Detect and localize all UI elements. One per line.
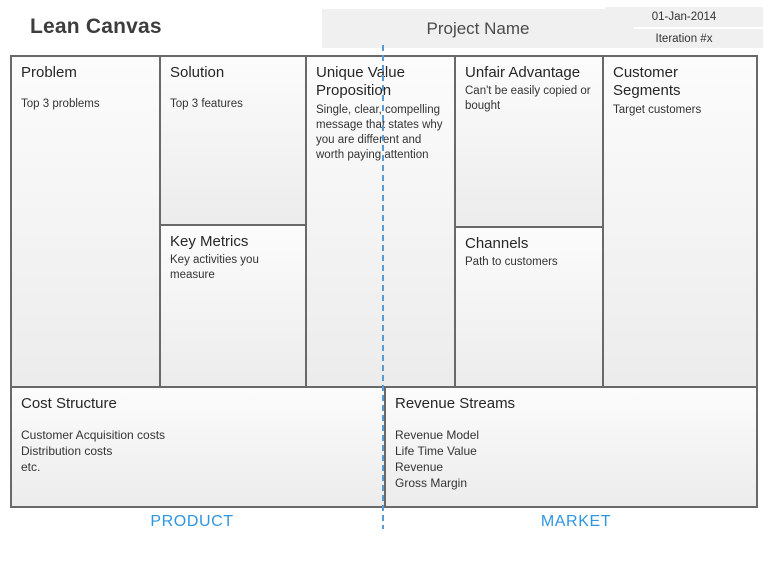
key-metrics-body: Key activities you measure bbox=[170, 254, 259, 282]
project-name-box: Project Name bbox=[322, 9, 634, 48]
unique-value-proposition-box: Unique Value Proposition Single, clear, … bbox=[305, 55, 456, 388]
channels-title: Channels bbox=[465, 235, 529, 252]
date-box: 01-Jan-2014 bbox=[605, 7, 763, 27]
iteration-box: Iteration #x bbox=[605, 29, 763, 48]
canvas-grid: Problem Top 3 problems Solution Top 3 fe… bbox=[10, 55, 758, 508]
unfair-advantage-box: Unfair Advantage Can't be easily copied … bbox=[454, 55, 604, 228]
unfair-advantage-body: Can't be easily copied or bought bbox=[465, 85, 591, 113]
revenue-streams-title: Revenue Streams bbox=[395, 395, 516, 412]
unique-value-proposition-title: Unique Value Proposition bbox=[316, 64, 405, 100]
iteration-label: Iteration #x bbox=[655, 32, 713, 45]
unique-value-proposition-body: Single, clear, compelling message that s… bbox=[316, 103, 443, 162]
cost-structure-box: Cost Structure Customer Acquisition cost… bbox=[10, 386, 386, 508]
problem-title: Problem bbox=[21, 64, 77, 81]
channels-body: Path to customers bbox=[465, 256, 558, 269]
key-metrics-title: Key Metrics bbox=[170, 233, 249, 250]
customer-segments-title: Customer Segments bbox=[613, 64, 681, 100]
cost-structure-body: Customer Acquisition costs Distribution … bbox=[21, 428, 166, 474]
channels-box: Channels Path to customers bbox=[454, 226, 604, 388]
problem-box: Problem Top 3 problems bbox=[10, 55, 161, 388]
page-title: Lean Canvas bbox=[30, 15, 162, 38]
product-label: PRODUCT bbox=[150, 513, 234, 530]
market-label: MARKET bbox=[540, 513, 612, 530]
project-name-label: Project Name bbox=[426, 18, 530, 38]
solution-title: Solution bbox=[170, 64, 225, 81]
solution-body: Top 3 features bbox=[170, 98, 243, 111]
revenue-streams-box: Revenue Streams Revenue Model Life Time … bbox=[384, 386, 758, 508]
unfair-advantage-title: Unfair Advantage bbox=[465, 64, 581, 81]
date-label: 01-Jan-2014 bbox=[651, 11, 717, 23]
cost-structure-title: Cost Structure bbox=[21, 395, 117, 412]
customer-segments-box: Customer Segments Target customers bbox=[602, 55, 758, 388]
customer-segments-body: Target customers bbox=[613, 103, 702, 116]
problem-body: Top 3 problems bbox=[21, 98, 100, 111]
key-metrics-box: Key Metrics Key activities you measure bbox=[159, 224, 307, 388]
solution-box: Solution Top 3 features bbox=[159, 55, 307, 226]
revenue-streams-body: Revenue Model Life Time Value Revenue Gr… bbox=[395, 428, 480, 490]
